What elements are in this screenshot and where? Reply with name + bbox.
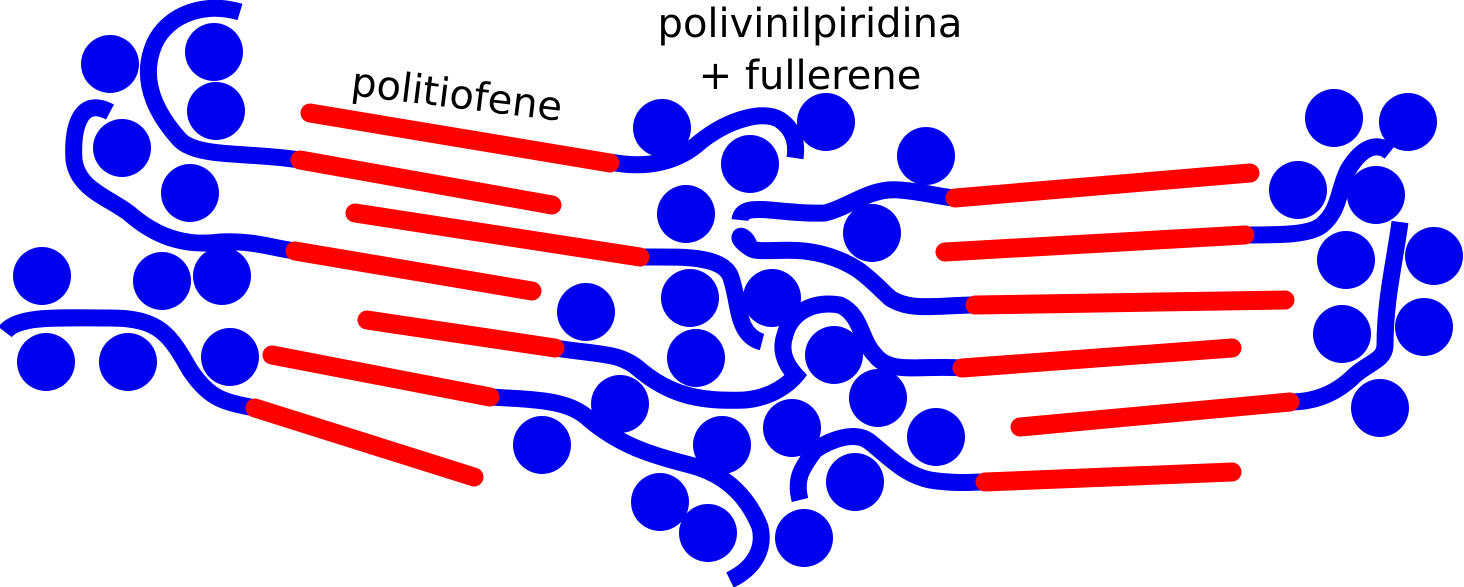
polyvinylpyridine-chain [65,99,297,260]
polyvinylpyridine-chain [139,0,302,169]
fullerene-sphere [897,127,955,185]
fullerene-sphere [557,283,615,341]
polyvinylpyridine-chain-group [0,0,1409,587]
fullerene-sphere [1395,298,1453,356]
fullerene-sphere [763,399,821,457]
fullerene-sphere [633,99,691,157]
polythiophene-rod [965,290,1295,315]
fullerene-sphere [193,247,251,305]
fullerene-sphere [1317,231,1375,289]
polythiophene-rod [245,398,484,487]
fullerene-sphere [826,453,884,511]
polythiophene-rod [975,462,1242,492]
fullerene-sphere [1379,93,1437,151]
fullerene-sphere [667,329,725,387]
polyvinylpyridine-chain [608,107,805,174]
fullerene-sphere [661,269,719,327]
polyvinylpyridine-chain [731,181,956,223]
fullerene-sphere [81,35,139,93]
polythiophene-rod [357,310,565,358]
polyvinylpyridine-chain [731,227,976,316]
fullerene-sphere [133,252,191,310]
fullerene-sphere [99,333,157,391]
fullerene-sphere [721,135,779,193]
polyvinylpyridine-chain [553,339,808,409]
fullerene-sphere [591,375,649,433]
fullerene-sphere [907,408,965,466]
polyvinylpyridine-chain [1289,220,1409,411]
polyvinylpyridine-chain [789,428,986,503]
polythiophene-rod [952,338,1242,378]
polyvinylpyridine-label: polivinilpiridina [658,1,963,47]
fullerene-sphere [513,416,571,474]
fullerene-sphere [805,326,863,384]
fullerene-sphere [679,504,737,562]
polythiophene-rod [1010,392,1300,437]
fullerene-sphere [693,416,751,474]
fullerene-sphere [17,333,75,391]
polyvinylpyridine-chain [489,388,770,587]
polyvinylpyridine-chain [639,248,766,351]
polythiophene-rod [290,150,562,215]
fullerene-sphere [187,82,245,140]
fullerene-sphere [1305,89,1363,147]
fullerene-sphere [1347,166,1405,224]
fullerene-sphere [843,204,901,262]
polythiophene-rod [935,225,1255,262]
fullerene-sphere [849,369,907,427]
fullerene-sphere [797,93,855,151]
fullerene-sphere [775,509,833,567]
fullerene-sphere [743,269,801,327]
fullerene-group [13,23,1463,567]
fullerene-sphere [1405,227,1463,285]
fullerene-sphere [631,473,689,531]
fullerene-sphere [1351,379,1409,437]
fullerene-sphere [93,119,151,177]
fullerene-label: + fullerene [699,53,922,99]
fullerene-sphere [201,328,259,386]
fullerene-sphere [185,23,243,81]
polyvinylpyridine-chain [1244,138,1396,244]
fullerene-sphere [657,185,715,243]
fullerene-sphere [161,164,219,222]
polythiophene-rod [285,241,542,301]
polythiophene-rod-group [245,103,1300,492]
polyvinylpyridine-chain [774,295,963,387]
fullerene-sphere [1269,161,1327,219]
polythiophene-rod [945,163,1260,208]
polythiophene-rod [262,345,500,407]
fullerene-sphere [1313,305,1371,363]
polyvinylpyridine-chain [0,309,257,417]
fullerene-sphere [13,247,71,305]
polythiophene-rod [345,203,650,267]
polythiophene-rod [300,103,620,173]
